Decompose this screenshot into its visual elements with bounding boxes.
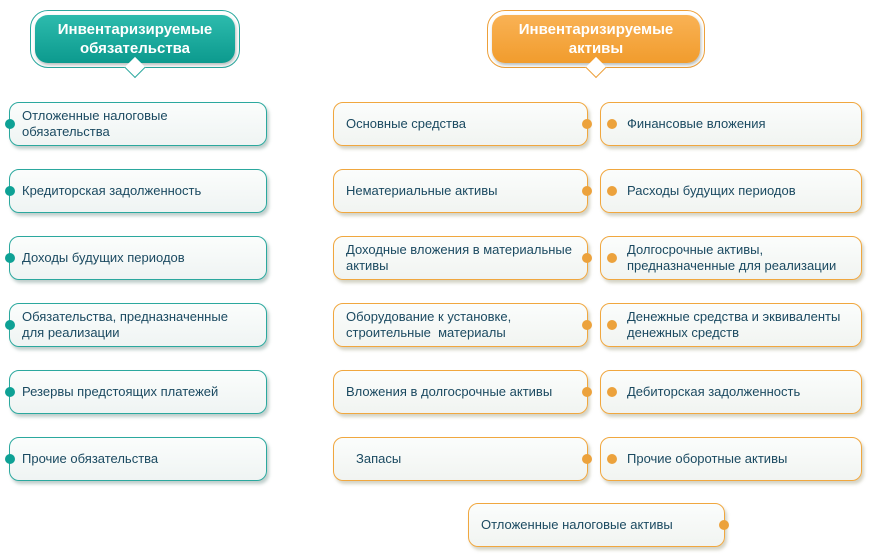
bullet-dot-icon (607, 253, 617, 263)
bullet-dot-icon (582, 186, 592, 196)
asset-item-label: Прочие оборотные активы (627, 450, 788, 466)
assets-header-bubble: Инвентаризируемые активы (487, 10, 705, 79)
asset-item-box: Запасы (333, 437, 592, 481)
liability-item-box: Доходы будущих периодов (5, 236, 267, 280)
asset-item-label: Оборудование к установке, строительные м… (346, 308, 512, 340)
bullet-dot-icon (582, 454, 592, 464)
asset-item-box: Расходы будущих периодов (600, 169, 862, 213)
liability-item-box: Обязательства, предназначенные для реали… (5, 303, 267, 347)
bullet-dot-icon (5, 320, 15, 330)
asset-item-label: Расходы будущих периодов (627, 182, 796, 198)
asset-item-label: Основные средства (346, 115, 466, 131)
asset-item-box: Нематериальные активы (333, 169, 592, 213)
liability-item-box: Резервы предстоящих платежей (5, 370, 267, 414)
asset-item-label: Нематериальные активы (346, 182, 498, 198)
asset-item-box: Дебиторская задолженность (600, 370, 862, 414)
asset-item-box: Денежные средства и эквиваленты денежных… (600, 303, 862, 347)
asset-item-box: Оборудование к установке, строительные м… (333, 303, 592, 347)
liability-item-label: Доходы будущих периодов (22, 249, 185, 265)
bullet-dot-icon (607, 454, 617, 464)
bullet-dot-icon (5, 253, 15, 263)
asset-item-label: Дебиторская задолженность (627, 383, 801, 399)
bullet-dot-icon (5, 186, 15, 196)
liability-item-label: Отложенные налоговые обязательства (22, 107, 172, 139)
bullet-dot-icon (582, 320, 592, 330)
asset-item-box: Прочие оборотные активы (600, 437, 862, 481)
asset-item-label: Долгосрочные активы, предназначенные для… (627, 241, 837, 273)
bullet-dot-icon (582, 387, 592, 397)
bullet-dot-icon (607, 119, 617, 129)
liability-item-box: Кредиторская задолженность (5, 169, 267, 213)
liability-item-label: Обязательства, предназначенные для реали… (22, 308, 228, 340)
asset-item-box: Основные средства (333, 102, 592, 146)
bullet-dot-icon (5, 454, 15, 464)
asset-item-label: Запасы (356, 450, 402, 466)
asset-item-label: Доходные вложения в материальные активы (346, 241, 572, 273)
bullet-dot-icon (607, 320, 617, 330)
liability-item-box: Отложенные налоговые обязательства (5, 102, 267, 146)
liability-item-box: Прочие обязательства (5, 437, 267, 481)
asset-item-box: Отложенные налоговые активы (468, 503, 729, 547)
liability-item-label: Прочие обязательства (22, 450, 159, 466)
asset-item-label: Денежные средства и эквиваленты денежных… (627, 308, 841, 340)
bullet-dot-icon (5, 387, 15, 397)
bullet-dot-icon (582, 119, 592, 129)
asset-item-box: Вложения в долгосрочные активы (333, 370, 592, 414)
liability-item-label: Резервы предстоящих платежей (22, 383, 219, 399)
bullet-dot-icon (719, 520, 729, 530)
liabilities-header-bubble: Инвентаризируемые обязательства (30, 10, 240, 79)
bullet-dot-icon (607, 387, 617, 397)
asset-item-label: Вложения в долгосрочные активы (346, 383, 553, 399)
bullet-dot-icon (5, 119, 15, 129)
bullet-dot-icon (582, 253, 592, 263)
asset-item-box: Доходные вложения в материальные активы (333, 236, 592, 280)
bullet-dot-icon (607, 186, 617, 196)
asset-item-box: Долгосрочные активы, предназначенные для… (600, 236, 862, 280)
asset-item-label: Финансовые вложения (627, 115, 766, 131)
asset-item-box: Финансовые вложения (600, 102, 862, 146)
asset-item-label: Отложенные налоговые активы (481, 516, 673, 532)
liabilities-header-label: Инвентаризируемые обязательства (35, 15, 235, 63)
liability-item-label: Кредиторская задолженность (22, 182, 202, 198)
assets-header-label: Инвентаризируемые активы (492, 15, 700, 63)
